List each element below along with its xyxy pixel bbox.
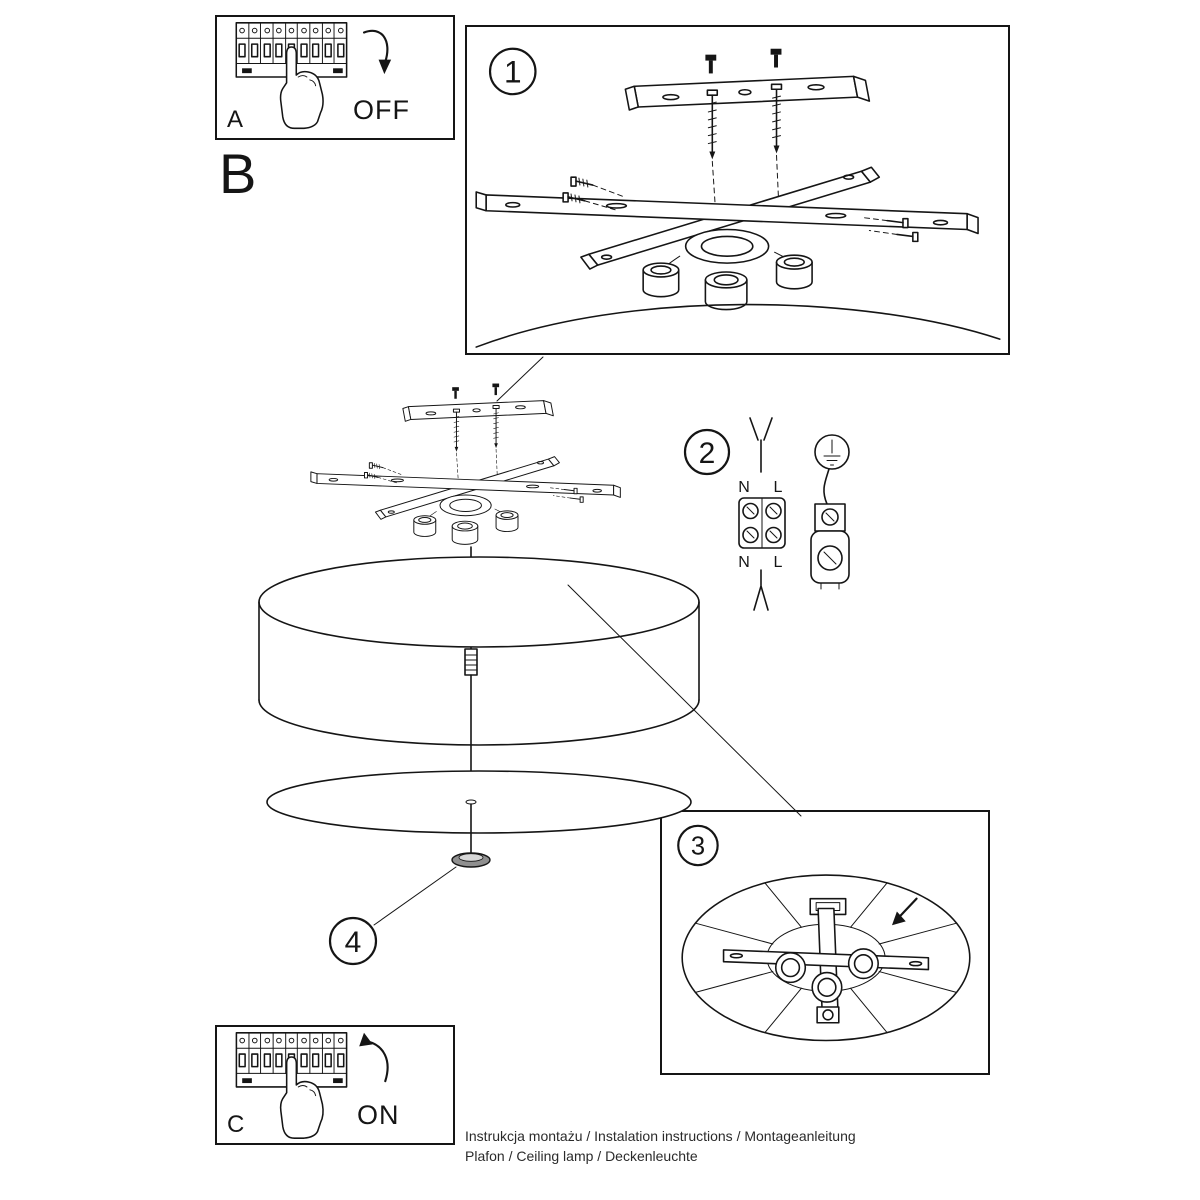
shade-rim-arc [475, 303, 1001, 348]
footer-captions: Instrukcja montażu / Instalation instruc… [465, 1126, 856, 1166]
breaker-on-illustration [235, 1032, 389, 1139]
terminal-block-icon [738, 497, 786, 549]
cable-clamp-icon [810, 468, 850, 590]
bulb-sockets [774, 948, 879, 1024]
finial-cap [451, 852, 491, 868]
on-label: ON [357, 1100, 400, 1130]
leader-line-step3 [567, 584, 802, 817]
arrow-down-icon [362, 29, 392, 75]
panel-step1: 1 [465, 25, 1010, 355]
wire-label-n-top: N [738, 479, 750, 496]
svg-text:2: 2 [699, 437, 716, 470]
insert-arrow-icon [891, 897, 918, 926]
section-b-label: B [219, 142, 257, 205]
diffuser-disc [266, 770, 692, 834]
panel-a-label: A [227, 106, 244, 133]
small-mounting-frame [310, 383, 621, 545]
mounting-frame-illustration: 1 [475, 47, 1001, 348]
footer-line-1: Instrukcja montażu / Instalation instruc… [465, 1128, 856, 1144]
assembly-illustration: 4 [250, 355, 810, 975]
wire-label-n-bottom: N [738, 554, 750, 571]
step2-badge: 2 [683, 428, 731, 476]
panel-c-label: C [227, 1111, 245, 1138]
svg-text:3: 3 [691, 832, 705, 860]
arrow-up-icon [359, 1032, 389, 1083]
leader-line-step4 [373, 866, 457, 926]
breaker-off-illustration [235, 22, 392, 130]
shade-rim [681, 874, 971, 1042]
supply-wires-icon [749, 417, 773, 473]
spokes [695, 882, 957, 1034]
leader-line-step1 [496, 356, 544, 402]
fixture-wires-icon [753, 569, 769, 611]
panel-breaker-on: C ON [215, 1025, 455, 1145]
step4-badge: 4 [328, 916, 378, 966]
step1-badge: 1 [488, 47, 537, 96]
panel-breaker-off: A OFF [215, 15, 455, 140]
panel-step3: 3 [660, 810, 990, 1075]
wire-label-l-bottom: L [774, 554, 783, 571]
drum-shade [258, 556, 700, 746]
shade-underside-illustration: 3 [677, 824, 971, 1042]
wiring-diagram: 2 N L N L [680, 412, 880, 622]
svg-text:1: 1 [504, 53, 522, 89]
footer-line-2: Plafon / Ceiling lamp / Deckenleuchte [465, 1148, 698, 1164]
off-label: OFF [353, 95, 410, 125]
wire-label-l-top: L [774, 479, 783, 496]
step3-badge: 3 [677, 824, 719, 867]
svg-text:4: 4 [345, 926, 362, 959]
earth-symbol-icon [814, 434, 850, 470]
